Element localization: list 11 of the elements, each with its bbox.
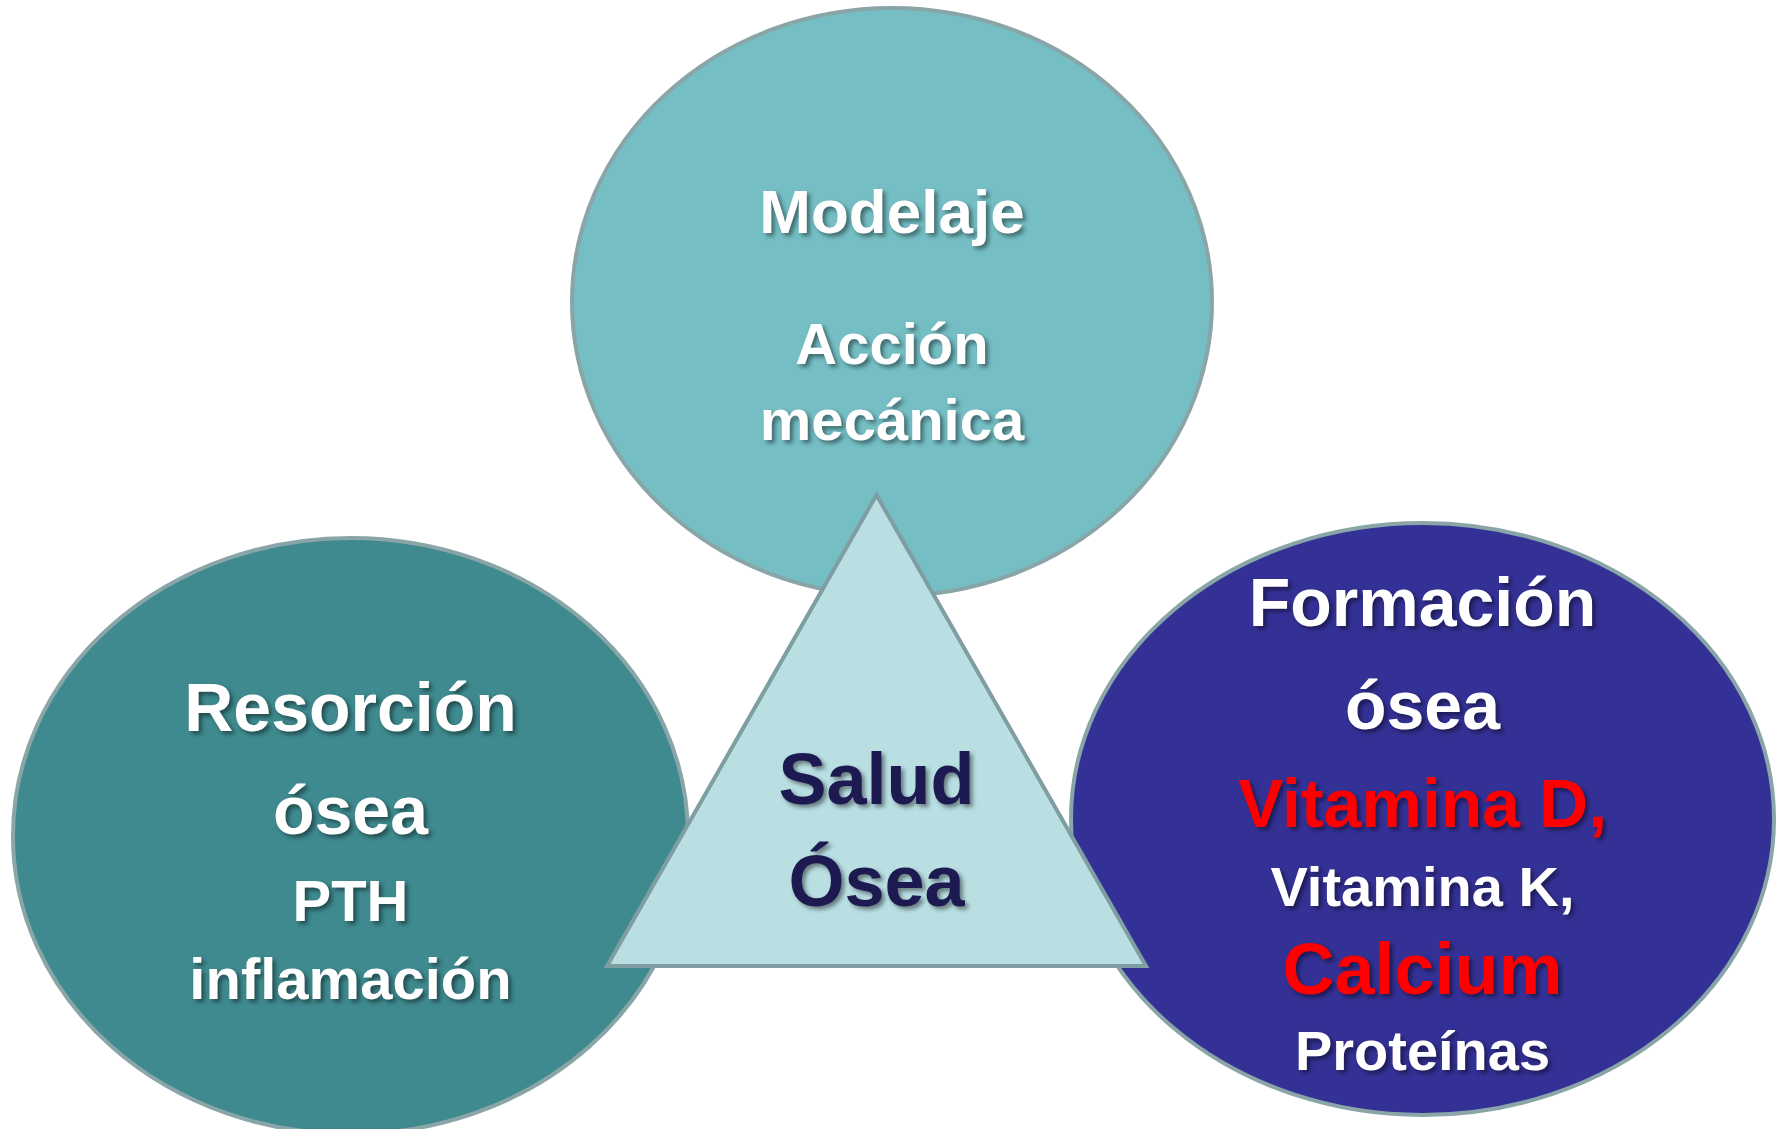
node-heading: Resorción ósea [183,668,518,850]
node-text: PTH [291,867,410,935]
node-text: Vitamina K, [1269,854,1576,920]
node-heading: Modelaje [758,176,1026,248]
node-heading: Formación ósea [1247,563,1598,745]
node-text: Acción mecánica [758,310,1026,454]
node-heading: Salud Ósea [777,738,976,923]
node-text: Proteínas [1293,1018,1552,1084]
node-text: Calcium [1281,929,1564,1009]
node-text: inflamación [188,945,513,1013]
node-text: Vitamina D, [1236,764,1609,842]
